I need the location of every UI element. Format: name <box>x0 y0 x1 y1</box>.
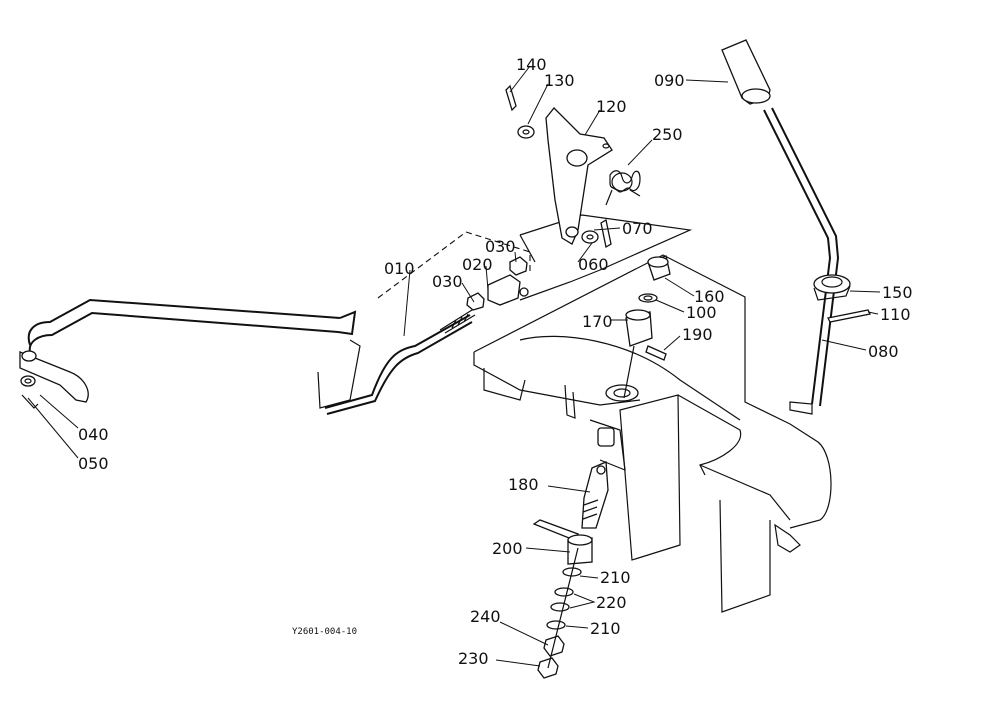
leader-lines <box>27 65 881 667</box>
callout-210-bottom: 210 <box>590 619 621 638</box>
callout-170: 170 <box>582 312 613 331</box>
callout-070: 070 <box>622 219 653 238</box>
callout-020: 020 <box>462 255 493 274</box>
spring-250 <box>605 170 641 206</box>
callout-150: 150 <box>882 283 913 302</box>
callout-250: 250 <box>652 125 683 144</box>
callout-060: 060 <box>578 255 609 274</box>
callout-180: 180 <box>508 475 539 494</box>
callout-120: 120 <box>596 97 627 116</box>
callout-220: 220 <box>596 593 627 612</box>
callouts: 140 130 120 250 070 060 090 150 110 080 … <box>78 55 913 668</box>
callout-210-top: 210 <box>600 568 631 587</box>
callout-140: 140 <box>516 55 547 74</box>
callout-160: 160 <box>694 287 725 306</box>
callout-230: 230 <box>458 649 489 668</box>
lower-stack <box>532 461 609 679</box>
callout-050: 050 <box>78 454 109 473</box>
callout-200: 200 <box>492 539 523 558</box>
callout-010: 010 <box>384 259 415 278</box>
callout-100: 100 <box>686 303 717 322</box>
callout-030-left: 030 <box>432 272 463 291</box>
callout-190: 190 <box>682 325 713 344</box>
callout-130: 130 <box>544 71 575 90</box>
figure-reference: Y2601-004-10 <box>292 627 357 637</box>
callout-080: 080 <box>868 342 899 361</box>
callout-030-top: 030 <box>485 237 516 256</box>
arm-040 <box>19 350 89 409</box>
rod-010 <box>27 298 476 415</box>
callout-040: 040 <box>78 425 109 444</box>
lever-080 <box>721 39 871 415</box>
pivot-stack <box>623 255 671 399</box>
callout-110: 110 <box>880 305 911 324</box>
base-frame <box>473 254 832 613</box>
callout-090: 090 <box>654 71 685 90</box>
bellcrank-120 <box>505 84 613 249</box>
callout-240: 240 <box>470 607 501 626</box>
